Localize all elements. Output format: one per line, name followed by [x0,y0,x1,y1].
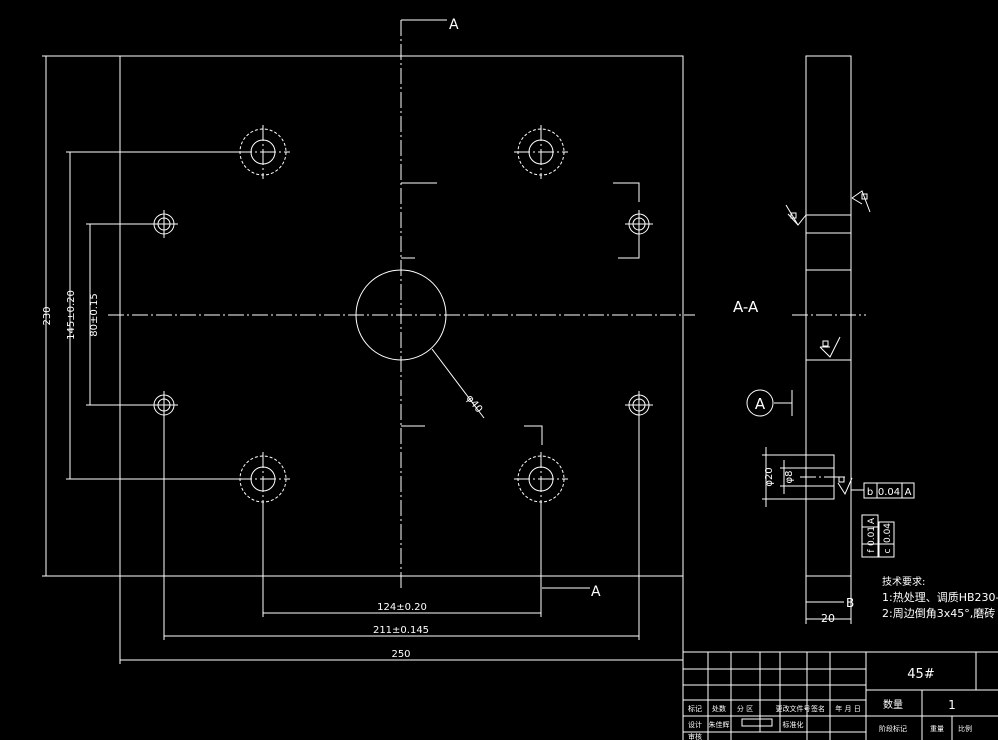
dim-overall-height: 230 [42,55,120,577]
dim-bolt-span-y-text: 145±0.20 [66,290,77,340]
tb-header-date: 年 月 日 [835,704,860,713]
dim-side-thickness: 20 [805,576,852,625]
dim-side-thickness-text: 20 [821,612,835,625]
dim-bore-outer-text: φ20 [764,467,775,486]
dim-bore-outer: φ20 [762,447,806,507]
dim-bolt-span-x: 124±0.20 [262,502,542,617]
dim-bolt-span-x-text: 124±0.20 [377,602,427,613]
surface-finish-mark-1 [785,204,807,226]
pin-hole-bottom-right [625,391,653,419]
tb-header-change-doc: 更改文件号 [776,704,811,713]
tolerance-frame-3: c 0.04 [878,521,895,558]
pin-hole-top-left [150,210,178,238]
tb-weight-label: 重量 [930,725,944,733]
tolerance-frame-2: f 0.01 A [861,514,879,558]
section-label-bottom: A [591,584,601,600]
dim-pin-span-x-text: 211±0.145 [373,625,429,636]
dim-pin-span-x: 211±0.145 [163,416,640,640]
tb-material: 45# [907,667,934,682]
tf3-symbol: c [883,548,893,553]
pin-hole-top-right [625,210,653,238]
tf3-value: 0.04 [883,523,893,543]
title-block: 标记 处数 分 区 更改文件号 签名 年 月 日 设计 朱佳辉 标准化 审核 4… [682,651,998,740]
section-view-label: A-A [733,298,759,316]
section-label-top: A [449,17,459,33]
tb-header-zone: 分 区 [737,704,753,713]
dim-bore-inner-text: φ8 [784,471,795,484]
bolt-hole-top-left [236,125,290,179]
dim-overall-width-text: 250 [391,649,410,660]
dim-pin-span-y: 80±0.15 [86,223,152,406]
tb-qty-value: 1 [948,698,956,712]
front-view: A A φ40 [42,17,695,664]
tf1-value: 0.04 [878,487,900,498]
center-hole-dimension: φ40 [464,393,485,415]
tech-req-item-2: 2:周边倒角3x45°,磨砖 [882,606,995,620]
tf2-value: 0.01 [867,526,877,546]
tech-req-title: 技术要求: [882,575,925,588]
datum-a-symbol: A [746,389,793,417]
dim-bolt-span-y: 145±0.20 [66,151,240,480]
tech-req-item-1: 1:热处理、调质HB230-2 [882,591,998,604]
tb-review-label: 审核 [688,732,702,740]
tb-header-sign: 签名 [811,704,825,713]
dim-overall-height-text: 230 [42,306,53,325]
center-hole-leader [431,348,485,419]
datum-b-label: B [846,596,854,610]
dim-bore-inner: φ8 [780,460,806,494]
surface-finish-mark-4 [837,476,853,496]
tb-stage-label: 阶段标记 [879,724,907,733]
surface-finish-mark-3 [819,336,841,358]
tb-designer: 朱佳辉 [709,720,730,729]
pin-hole-bottom-left [150,391,178,419]
side-outline [805,55,852,577]
dim-pin-span-y-text: 80±0.15 [89,293,100,336]
datum-a-label: A [755,395,766,413]
tolerance-frame-1: b 0.04 A [851,482,915,499]
section-cut-6 [618,236,640,259]
side-view: A-A [733,55,998,625]
tb-qty-label: 数量 [883,698,903,711]
section-cut-4 [524,425,543,445]
center-hole [355,269,447,361]
tech-requirements: 技术要求: 1:热处理、调质HB230-2 2:周边倒角3x45°,磨砖 [882,575,998,620]
tb-signature-box [741,718,773,727]
bolt-hole-bottom-right [514,452,568,506]
tb-header-mark: 标记 [688,704,702,713]
tb-header-count: 处数 [712,704,726,713]
tf2-symbol: f [867,549,877,553]
tf2-datum: A [867,517,877,524]
tf1-symbol: b [867,487,873,498]
dim-overall-width: 250 [119,576,684,664]
bolt-hole-bottom-left [236,452,290,506]
tb-scale-label: 比例 [958,724,972,733]
bolt-hole-top-right [514,125,568,179]
tf1-datum: A [905,487,912,498]
tb-design-label: 设计 [688,720,702,729]
tb-std-label: 标准化 [783,720,804,729]
surface-finish-mark-2 [851,190,871,213]
section-cut-5 [613,182,640,202]
